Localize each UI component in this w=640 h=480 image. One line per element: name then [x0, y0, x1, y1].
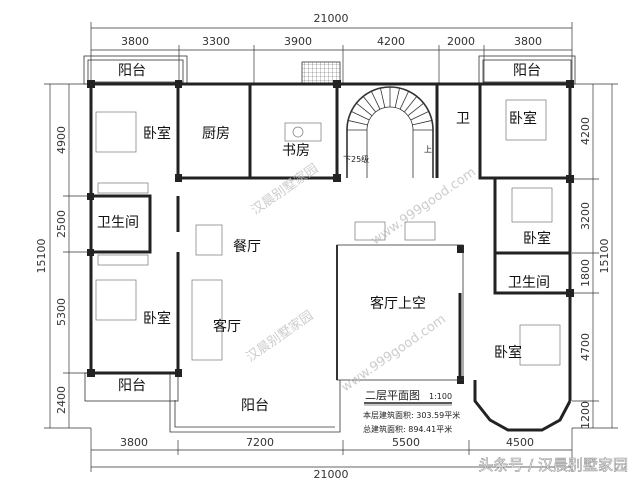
- stair-tread: [410, 110, 429, 121]
- dim-bottom-total: 21000: [314, 468, 349, 480]
- watermark-url: www.999good.com: [339, 312, 449, 395]
- label-bedroom: 卧室: [143, 125, 171, 142]
- watermark-name: 汉晨别墅家园: [248, 160, 321, 218]
- plan-title: 二层平面图: [365, 389, 420, 402]
- dim-bottom: 7200: [246, 436, 274, 449]
- label-bath: 卫生间: [97, 215, 139, 231]
- spiral-staircase: [346, 86, 434, 178]
- stair-tread: [394, 87, 400, 108]
- watermark-url: www.999good.com: [369, 165, 479, 248]
- total-area: 总建筑面积: 894.41平米: [363, 424, 452, 434]
- dim-right: 1200: [579, 401, 592, 429]
- dim-top: 3900: [284, 35, 312, 48]
- label-dining: 餐厅: [233, 239, 261, 255]
- dim-top: 2000: [447, 35, 475, 48]
- dim-right-total: 15100: [598, 239, 611, 274]
- stairs-up-label: 上: [424, 145, 432, 154]
- stair-tread: [351, 110, 370, 121]
- dim-bottom: 4500: [506, 436, 534, 449]
- label-living: 客厅: [213, 318, 241, 335]
- dim-left: 2500: [55, 210, 68, 238]
- label-bedroom: 卧室: [523, 230, 551, 247]
- label-balcony-bottom: 阳台: [241, 398, 269, 414]
- stair-tread: [347, 120, 368, 126]
- corner-watermark: 头条号 / 汉晨别墅家园: [478, 456, 628, 474]
- dim-right: 4200: [579, 117, 592, 145]
- dimension-lines: [44, 22, 618, 472]
- floor-area: 本层建筑面积: 303.59平米: [363, 410, 460, 420]
- dim-right: 3200: [579, 202, 592, 230]
- stair-tread: [399, 91, 410, 110]
- room-labels: 阳台 阳台 卧室 厨房 书房 卫 卧室 卫生间 餐厅 卧室 卫生间 客厅 客厅上…: [97, 63, 551, 414]
- stair-tread: [407, 102, 424, 116]
- dim-top: 3800: [514, 35, 542, 48]
- stair-tread: [412, 120, 433, 126]
- label-balcony-bottom-left: 阳台: [118, 378, 146, 394]
- dim-left: 2400: [55, 386, 68, 414]
- dim-right: 1800: [579, 259, 592, 287]
- dim-bottom: 3800: [120, 436, 148, 449]
- dim-top: 3800: [121, 35, 149, 48]
- label-bath: 卫生间: [508, 275, 550, 291]
- stair-tread: [370, 91, 381, 110]
- title-block: 二层平面图 1:100 本层建筑面积: 303.59平米 总建筑面积: 894.…: [363, 389, 460, 434]
- dim-right: 4700: [579, 333, 592, 361]
- label-study: 书房: [282, 143, 310, 159]
- label-balcony-top-right: 阳台: [513, 63, 541, 79]
- stair-tread: [404, 96, 418, 113]
- watermark-name: 汉晨别墅家园: [243, 307, 316, 365]
- plan-scale: 1:100: [429, 392, 452, 401]
- label-bedroom: 卧室: [509, 110, 537, 127]
- living-void-outline: [336, 244, 464, 381]
- label-bath-small: 卫: [456, 111, 470, 127]
- label-balcony-top-left: 阳台: [118, 63, 146, 79]
- furniture: [95, 99, 561, 366]
- dim-top-total: 21000: [314, 12, 349, 25]
- dimension-labels: 21000 3800 3300 3900 4200 2000 3800 3800…: [35, 12, 611, 480]
- label-kitchen: 厨房: [202, 126, 230, 142]
- dim-left-total: 15100: [35, 239, 48, 274]
- label-living-void: 客厅上空: [370, 295, 426, 312]
- label-bedroom: 卧室: [143, 310, 171, 327]
- dim-top: 4200: [377, 35, 405, 48]
- stairs-down-label: 下25级: [343, 154, 369, 164]
- stair-tread: [356, 102, 373, 116]
- balconies: [83, 55, 576, 433]
- stair-tread: [380, 87, 386, 108]
- dim-left: 5300: [55, 298, 68, 326]
- dim-top: 3300: [202, 35, 230, 48]
- label-bedroom: 卧室: [494, 344, 522, 361]
- dim-left: 4900: [55, 126, 68, 154]
- dim-bottom: 5500: [392, 436, 420, 449]
- stair-tread: [362, 96, 376, 113]
